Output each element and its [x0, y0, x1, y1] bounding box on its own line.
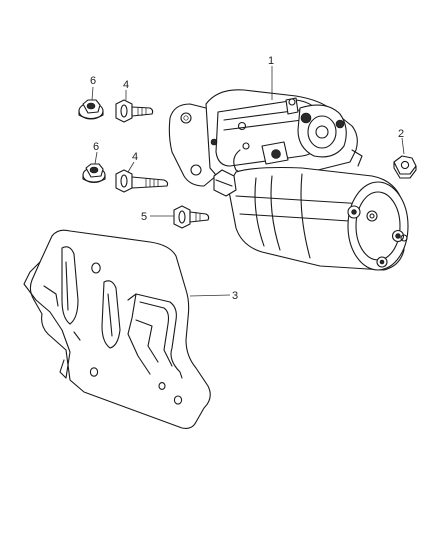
- flange-nut-lower-drawing: [82, 163, 106, 184]
- callout-bolt-middle: 4: [132, 151, 138, 163]
- mounting-bolt-upper-drawing: [115, 99, 154, 123]
- leader-lines: [91, 66, 405, 297]
- callout-bolt-lower: 5: [141, 211, 147, 223]
- heat-shield-drawing: [23, 229, 211, 429]
- callout-nut-upper: 6: [90, 75, 96, 87]
- callout-nut-right: 2: [398, 128, 404, 140]
- starter-motor-drawing: [168, 89, 409, 271]
- callout-nut-lower: 6: [93, 141, 99, 153]
- mounting-bolt-lower-drawing: [173, 205, 210, 229]
- callout-starter: 1: [268, 55, 274, 67]
- flange-nut-upper-drawing: [78, 99, 104, 120]
- callout-bolt-upper: 4: [123, 79, 129, 91]
- hex-nut-drawing: [393, 155, 417, 179]
- callout-heat-shield: 3: [232, 290, 238, 302]
- mounting-bolt-middle-drawing: [115, 169, 169, 193]
